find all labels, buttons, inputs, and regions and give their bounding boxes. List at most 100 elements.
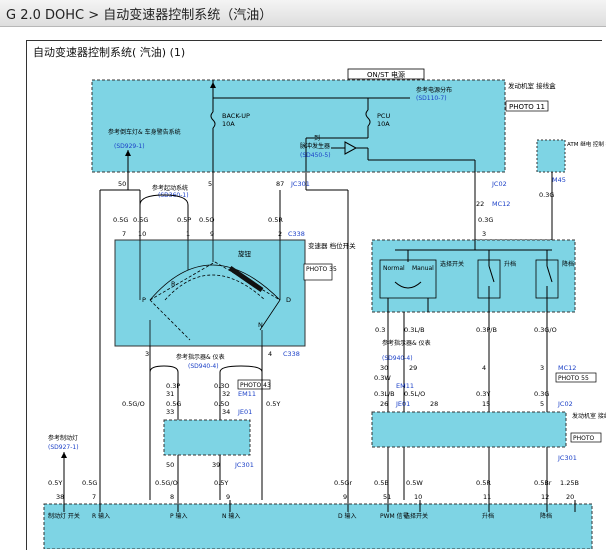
r-wire-0.5L/O: 0.5L/O: [404, 390, 425, 398]
pcm-in-up: 升档: [482, 512, 494, 520]
cl-pin-32: 32: [222, 390, 230, 398]
b-wire-0.5B: 0.5B: [374, 479, 389, 487]
b-pin-51: 51: [383, 493, 391, 501]
wire-0.3G-2: 0.3G: [539, 191, 554, 199]
cl-wire-0.5G: 0.5G: [166, 400, 181, 408]
r-ref-code: (SD940-4): [382, 355, 413, 362]
b-pin-7: 7: [92, 493, 96, 501]
photo-43-box: [237, 379, 271, 390]
tail-ref-code: (SD929-1): [114, 143, 145, 150]
fuse-pcu-rating: 10A: [377, 120, 390, 128]
r-wire-0.3: 0.3: [375, 326, 385, 334]
conn-mc12-top: MC12: [492, 200, 510, 208]
atm-conn: M45: [552, 176, 566, 184]
breadcrumb: G 2.0 DOHC > 自动变速器控制系统（汽油）: [6, 8, 273, 23]
c338-pin-4: 4: [268, 350, 272, 358]
brake-ref-label: 参考制动灯: [48, 434, 78, 442]
range-switch-label: 变速器 档位开关: [308, 241, 356, 250]
fuse-pcu-name: PCU: [377, 112, 390, 120]
r-pin-15: 15: [482, 400, 490, 408]
brake-ref-code: (SD927-1): [48, 444, 79, 451]
r-wire-0.3G: 0.3G: [534, 390, 549, 398]
b-pin-38: 38: [56, 493, 64, 501]
engine-box2-conn: JC301: [557, 454, 577, 462]
sel-down: 降档: [562, 260, 574, 268]
r-wire-0.3L/B: 0.3L/B: [404, 326, 425, 334]
tail-ref-label: 参考倒车灯& 车身警告系统: [108, 128, 181, 136]
r-pin-4: 4: [482, 364, 486, 372]
sel-up: 升档: [504, 260, 516, 268]
photo-55: PHOTO 55: [558, 375, 589, 382]
cluster-ref-code: (SD940-4): [188, 363, 219, 370]
c338-pin-9: 9: [210, 230, 214, 238]
c338-pin-3: 3: [145, 350, 149, 358]
cl-wire-0.5O: 0.5O: [214, 400, 229, 408]
r-pin-30: 30: [380, 364, 388, 372]
b-wire-0.5Y-2: 0.5Y: [214, 479, 228, 487]
sel-normal: Normal: [383, 265, 405, 272]
wire-0.3G-1: 0.3G: [478, 216, 493, 224]
pin-5: 5: [208, 180, 212, 188]
wire-0.5O: 0.5O: [199, 216, 214, 224]
engine-junction-box-2: [371, 411, 567, 448]
r-conn-em11: EM11: [396, 382, 414, 390]
pos-R: R: [171, 280, 176, 288]
c338-pin-10: 10: [138, 230, 146, 238]
cl-pin-34: 34: [222, 408, 230, 416]
b-pin-20: 20: [566, 493, 574, 501]
photo-11-box: [505, 100, 549, 112]
pcm-in-pwm: PWM 信号: [380, 512, 409, 520]
r-wire-0.3G/O: 0.3G/O: [534, 326, 557, 334]
atm-label: ATM 继电 控制 模块: [567, 140, 606, 148]
pcm-in-select: 选择开关: [404, 512, 428, 520]
b-wire-1.25B: 1.25B: [560, 479, 579, 487]
photo-55-box: [555, 372, 597, 383]
power-label: ON/ST 电源: [367, 70, 405, 79]
wire-0.5G-2: 0.5G: [133, 216, 148, 224]
pin-50: 50: [118, 180, 126, 188]
photo-11: PHOTO 11: [509, 103, 545, 111]
engine-junction-box: [91, 79, 506, 173]
b-wire-0.5G: 0.5G: [82, 479, 97, 487]
power-ref-code: (SD110-7): [416, 95, 447, 102]
b-wire-0.5R: 0.5R: [476, 479, 491, 487]
cl-conn-je01: JE01: [237, 408, 252, 416]
selector-box: [371, 239, 576, 313]
photo-2: PHOTO: [573, 435, 595, 442]
fuse-backup-rating: 10A: [222, 120, 235, 128]
cl-wire-0.5G/O: 0.5G/O: [122, 400, 145, 408]
cl-pin-33: 33: [166, 408, 174, 416]
wire-0.5G-1: 0.5G: [113, 216, 128, 224]
low-pin-39: 39: [212, 461, 220, 469]
b-pin-12: 12: [541, 493, 549, 501]
power-label-box: [347, 68, 425, 80]
r-pin-26: 26: [380, 400, 388, 408]
pcm-in-n: N 输入: [222, 512, 240, 520]
low-conn-jc301: JC301: [234, 461, 254, 469]
r-wire-0.3L/B-2: 0.3L/B: [374, 390, 395, 398]
b-pin-11: 11: [483, 493, 491, 501]
pin-87: 87: [276, 180, 284, 188]
photo-box-2: [570, 432, 602, 443]
breadcrumb-bar: G 2.0 DOHC > 自动变速器控制系统（汽油）: [0, 0, 606, 27]
wire-0.5R: 0.5R: [268, 216, 283, 224]
cluster-junction: [163, 419, 251, 456]
b-wire-0.5Y-1: 0.5Y: [48, 479, 62, 487]
b-pin-9: 9: [226, 493, 230, 501]
pulse-side: 到: [314, 135, 320, 142]
cl-wire-0.5Y: 0.5Y: [266, 400, 280, 408]
r-conn-je01: JE01: [395, 400, 410, 408]
atm-relay-box: [536, 139, 566, 173]
knob-bar: [228, 265, 264, 293]
r-ref-label: 参考指示器& 仪表: [382, 339, 431, 347]
pcm-block: [43, 503, 593, 549]
photo-35-box: [303, 263, 333, 281]
cl-wire-0.3P: 0.3P: [166, 382, 180, 390]
low-pin-50: 50: [166, 461, 174, 469]
conn-jc02-top: JC02: [491, 180, 507, 188]
pos-N: N: [258, 321, 263, 329]
c338-pin-2: 2: [278, 230, 282, 238]
r-wire-0.3Y: 0.3Y: [476, 390, 490, 398]
pin-22: 22: [476, 200, 484, 208]
